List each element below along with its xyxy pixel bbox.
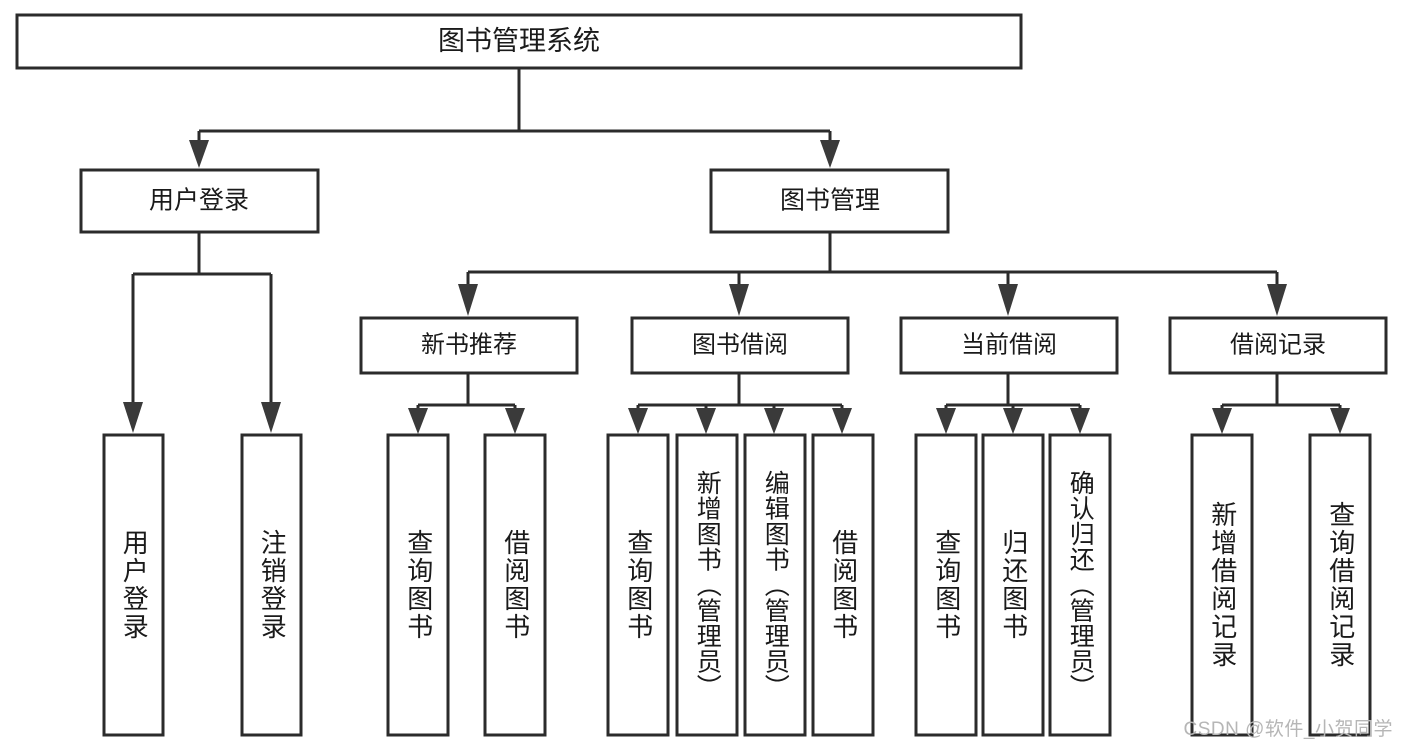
arrowhead-current-borrow [998,284,1018,316]
leaf-book-borrow-2-label: 新增图书（管理员） [693,470,722,700]
node-user-login[interactable]: 用户登录 [79,168,320,234]
node-book-borrow-label: 图书借阅 [692,331,788,358]
node-current-borrow-box[interactable] [899,316,1119,375]
leaf-current-borrow-3-label: 确认归还（管理员） [1066,470,1095,700]
arrowhead-leaf-user-login-1 [123,402,143,433]
leaf-book-borrow-4-box[interactable] [811,433,875,737]
leaf-user-login-2-label: 注销登录 [257,529,288,641]
node-book-manage-label: 图书管理 [780,187,880,215]
node-root[interactable]: 图书管理系统 [15,13,1023,70]
leaf-user-login-2-box[interactable] [240,433,303,737]
node-borrow-record-label: 借阅记录 [1230,331,1326,358]
leaf-book-borrow-3[interactable]: 编辑图书（管理员） [743,433,807,737]
node-borrow-record[interactable]: 借阅记录 [1168,316,1388,375]
leaf-current-borrow-1-label: 查询图书 [931,529,962,641]
leaf-current-borrow-2-label: 归还图书 [998,529,1029,641]
node-book-borrow-box[interactable] [630,316,850,375]
arrowhead-book-borrow [729,284,749,316]
arrowhead-leaf-borrow-record-1 [1212,408,1232,434]
arrowhead-leaf-user-login-2 [261,402,281,433]
arrowhead-leaf-book-borrow-4 [832,408,852,434]
leaf-book-borrow-2[interactable]: 新增图书（管理员） [675,433,739,737]
leaf-borrow-record-2[interactable]: 查询借阅记录 [1308,433,1372,737]
leaf-new-book-2[interactable]: 借阅图书 [483,433,547,737]
leaf-borrow-record-1[interactable]: 新增借阅记录 [1190,433,1254,737]
leaf-user-login-2[interactable]: 注销登录 [240,433,303,737]
arrowhead-leaf-current-borrow-1 [936,408,956,434]
leaf-book-borrow-4-label: 借阅图书 [828,529,859,641]
node-borrow-record-box[interactable] [1168,316,1388,375]
arrowhead-borrow-record [1267,284,1287,316]
arrowhead-leaf-new-book-2 [505,408,525,434]
node-current-borrow[interactable]: 当前借阅 [899,316,1119,375]
leaf-user-login-1-box[interactable] [102,433,165,737]
node-new-book-recommend[interactable]: 新书推荐 [359,316,579,375]
leaf-current-borrow-1[interactable]: 查询图书 [914,433,978,737]
leaf-book-borrow-4[interactable]: 借阅图书 [811,433,875,737]
node-book-borrow[interactable]: 图书借阅 [630,316,850,375]
leaf-new-book-1-label: 查询图书 [403,529,434,641]
node-root-label: 图书管理系统 [438,26,600,56]
leaf-current-borrow-3-box[interactable] [1048,433,1112,737]
arrowhead-leaf-borrow-record-2 [1330,408,1350,434]
leaf-book-borrow-1-label: 查询图书 [623,529,654,641]
node-user-login-box[interactable] [79,168,320,234]
arrowhead-user-login [189,140,209,168]
arrowhead-leaf-book-borrow-3 [764,408,784,434]
node-root-box[interactable] [15,13,1023,70]
leaf-book-borrow-1-box[interactable] [606,433,670,737]
leaf-borrow-record-1-label: 新增借阅记录 [1207,501,1238,669]
leaf-book-borrow-2-box[interactable] [675,433,739,737]
node-new-book-recommend-box[interactable] [359,316,579,375]
leaf-borrow-record-2-label: 查询借阅记录 [1325,501,1356,669]
node-current-borrow-label: 当前借阅 [961,331,1057,358]
arrowhead-leaf-book-borrow-2 [696,408,716,434]
connector-layer [123,68,1350,434]
leaf-user-login-1-label: 用户登录 [119,529,150,641]
leaf-current-borrow-2-box[interactable] [981,433,1045,737]
leaf-borrow-record-1-box[interactable] [1190,433,1254,737]
leaf-user-login-1[interactable]: 用户登录 [102,433,165,737]
leaf-current-borrow-3[interactable]: 确认归还（管理员） [1048,433,1112,737]
node-user-login-label: 用户登录 [149,187,249,215]
leaf-new-book-1-box[interactable] [386,433,450,737]
arrowhead-book-manage [820,140,840,168]
arrowhead-leaf-current-borrow-2 [1003,408,1023,434]
leaf-current-borrow-2[interactable]: 归还图书 [981,433,1045,737]
node-book-manage[interactable]: 图书管理 [709,168,950,234]
arrowhead-leaf-book-borrow-1 [628,408,648,434]
arrowhead-new-book [458,284,478,316]
leaf-new-book-1[interactable]: 查询图书 [386,433,450,737]
node-book-manage-box[interactable] [709,168,950,234]
leaf-book-borrow-3-box[interactable] [743,433,807,737]
leaf-current-borrow-1-box[interactable] [914,433,978,737]
arrowhead-leaf-current-borrow-3 [1070,408,1090,434]
leaf-book-borrow-3-label: 编辑图书（管理员） [761,470,790,700]
leaf-new-book-2-label: 借阅图书 [500,529,531,641]
leaf-borrow-record-2-box[interactable] [1308,433,1372,737]
leaf-book-borrow-1[interactable]: 查询图书 [606,433,670,737]
leaf-new-book-2-box[interactable] [483,433,547,737]
node-new-book-recommend-label: 新书推荐 [421,331,517,358]
arrowhead-leaf-new-book-1 [408,408,428,434]
